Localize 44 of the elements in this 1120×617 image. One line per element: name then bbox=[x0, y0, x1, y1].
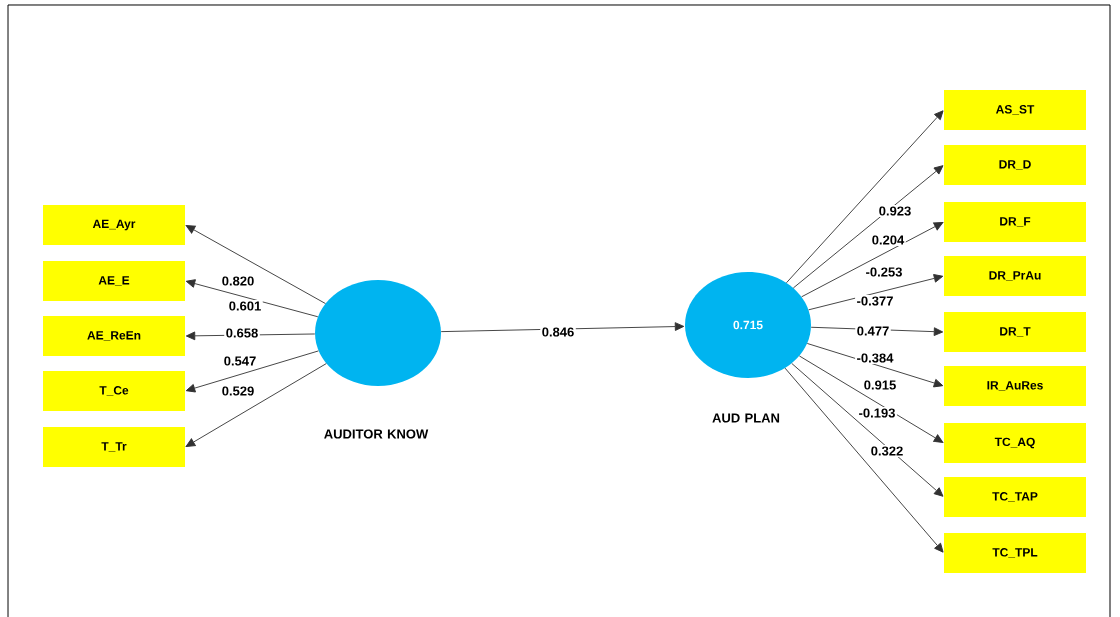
construct-label: AUDITOR KNOW bbox=[324, 429, 429, 439]
edge-label: -0.377 bbox=[855, 294, 895, 308]
arrow bbox=[798, 355, 944, 443]
arrow bbox=[792, 165, 944, 289]
arrow bbox=[185, 279, 319, 318]
indicator-box: T_Tr bbox=[43, 427, 185, 467]
indicator-box: TC_TAP bbox=[944, 477, 1086, 517]
construct-circle bbox=[315, 280, 441, 386]
indicator-box: DR_PrAu bbox=[944, 256, 1086, 296]
arrow bbox=[786, 110, 944, 284]
arrow bbox=[185, 350, 319, 393]
edge-label: 0.477 bbox=[855, 324, 891, 338]
edge-label: -0.253 bbox=[864, 265, 904, 279]
indicator-box: DR_F bbox=[944, 202, 1086, 242]
edge-label: 0.204 bbox=[870, 233, 906, 247]
edge-label: 0.923 bbox=[877, 204, 913, 218]
arrow bbox=[185, 363, 327, 447]
indicator-box: AE_Ayr bbox=[43, 205, 185, 245]
edge-label: 0.915 bbox=[862, 378, 898, 392]
edge-label: -0.193 bbox=[857, 406, 897, 420]
edge-label: 0.820 bbox=[220, 274, 256, 288]
edge-label: 0.601 bbox=[227, 299, 263, 313]
indicator-box: DR_T bbox=[944, 312, 1086, 352]
indicator-box: AE_E bbox=[43, 261, 185, 301]
construct-label: AUD PLAN bbox=[712, 413, 780, 423]
arrow bbox=[801, 222, 944, 298]
indicator-box: AS_ST bbox=[944, 90, 1086, 130]
edge-label: 0.846 bbox=[540, 325, 576, 339]
indicator-box: TC_AQ bbox=[944, 423, 1086, 463]
indicator-box: T_Ce bbox=[43, 371, 185, 411]
edge-label: 0.322 bbox=[869, 444, 905, 458]
arrow bbox=[791, 362, 944, 497]
arrow bbox=[808, 274, 944, 311]
edge-label: -0.384 bbox=[855, 351, 895, 365]
indicator-box: TC_TPL bbox=[944, 533, 1086, 573]
arrow bbox=[784, 367, 944, 553]
indicator-box: AE_ReEn bbox=[43, 316, 185, 356]
indicator-box: DR_D bbox=[944, 145, 1086, 185]
indicator-box: IR_AuRes bbox=[944, 366, 1086, 406]
edge-label: 0.547 bbox=[222, 354, 258, 368]
edge-label: 0.658 bbox=[224, 326, 260, 340]
arrow bbox=[185, 225, 326, 304]
edge-label: 0.529 bbox=[220, 384, 256, 398]
arrow bbox=[806, 343, 944, 388]
